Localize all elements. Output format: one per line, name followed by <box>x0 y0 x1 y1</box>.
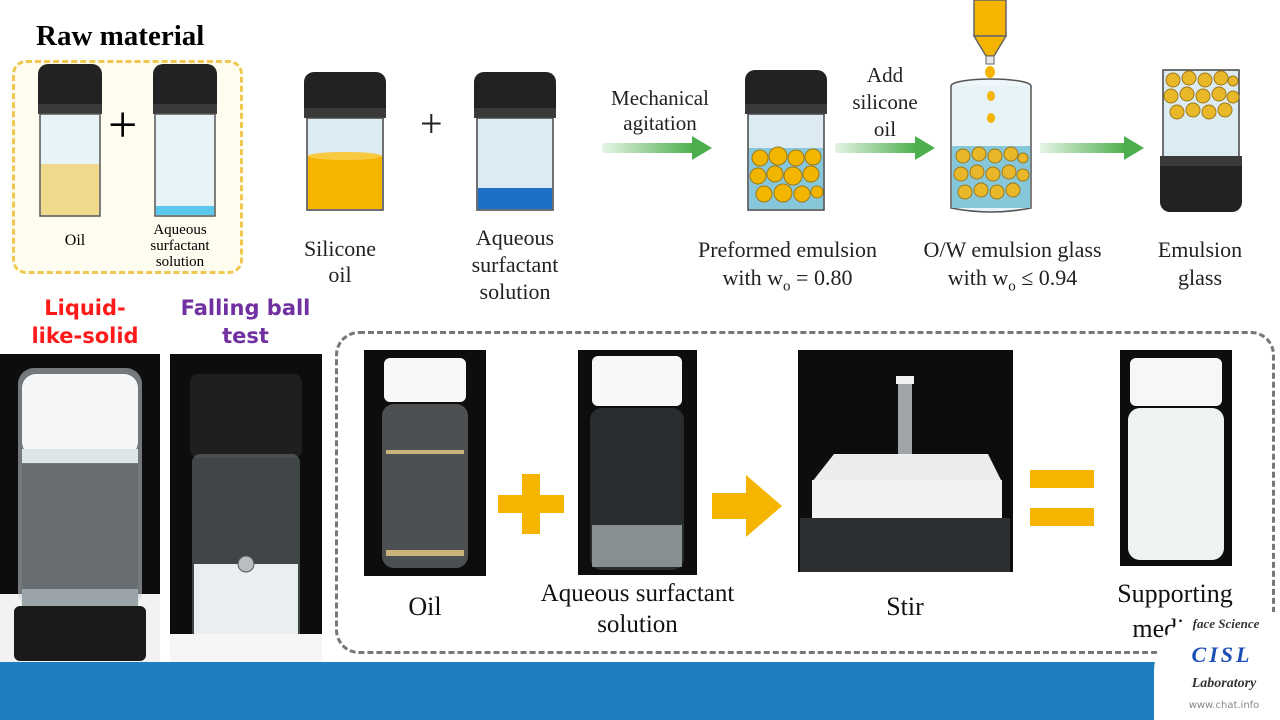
raw-aqueous-label: Aqueous surfactant solution <box>135 222 225 270</box>
add-silicone-oil-line3: oil <box>873 117 897 141</box>
emulsion-glass-line2: glass <box>1178 265 1222 290</box>
yellow-arrow-icon <box>712 475 782 537</box>
falling-ball-photo <box>170 354 322 664</box>
oil-funnel-icon <box>972 0 1008 78</box>
raw-material-title: Raw material <box>36 20 205 52</box>
raw-aqueous-label-line3: solution <box>155 254 205 270</box>
falling-ball-test-line2: test <box>222 324 269 348</box>
aqueous-label: Aqueous surfactant solution <box>455 224 575 305</box>
raw-aqueous-vial-icon <box>153 64 217 217</box>
liquid-like-solid-label: Liquid- like-solid <box>10 294 160 350</box>
oil-photo <box>364 350 486 576</box>
ow-emulsion-glass-subscript: o <box>1008 278 1016 295</box>
mechanical-agitation-label: Mechanical agitation <box>590 86 730 136</box>
photo-process-panel <box>335 331 1275 654</box>
supporting-medium-line1: Supporting <box>1117 579 1233 608</box>
raw-oil-vial-icon <box>38 64 102 217</box>
ow-emulsion-glass-line2: with wo ≤ 0.94 <box>905 264 1120 300</box>
liquid-like-solid-photo <box>0 354 160 664</box>
aqueous-vial-image <box>578 350 697 575</box>
falling-ball-vial-image <box>170 354 322 664</box>
ow-emulsion-glass-wo: with w <box>947 265 1009 290</box>
preformed-emulsion-subscript: o <box>783 278 791 295</box>
stir-photo <box>798 350 1013 572</box>
oil-vial-image <box>364 350 486 576</box>
silicone-oil-label-line1: Silicone <box>303 236 377 261</box>
supporting-medium-photo <box>1120 350 1232 566</box>
ow-emulsion-glass-label: O/W emulsion glass with wo ≤ 0.94 <box>905 236 1120 300</box>
yellow-equals-icon <box>1030 470 1094 526</box>
raw-aqueous-label-line2: surfactant <box>150 238 210 254</box>
aqueous-label-line3: solution <box>479 279 551 304</box>
supporting-medium-vial-image <box>1120 350 1232 566</box>
preformed-emulsion-line2: with wo = 0.80 <box>680 264 895 300</box>
arrow-right-icon <box>835 136 935 160</box>
preformed-emulsion-wo: with w <box>722 265 784 290</box>
silicone-oil-label-line2: oil <box>328 262 352 287</box>
ow-emulsion-glass-value: ≤ 0.94 <box>1015 265 1078 290</box>
process-plus-sign: + <box>420 101 443 146</box>
emulsion-glass-vial-icon <box>1160 69 1242 212</box>
lab-logo: face Science CISL Laboratory www.chat.in… <box>1154 612 1280 720</box>
mechanical-agitation-line1: Mechanical <box>611 86 709 110</box>
arrow-right-icon <box>602 136 712 160</box>
mechanical-agitation-line2: agitation <box>623 111 697 135</box>
arrow-right-icon <box>1040 136 1144 160</box>
raw-aqueous-label-line1: Aqueous <box>153 222 207 238</box>
yellow-plus-icon <box>498 474 564 534</box>
preformed-emulsion-value: = 0.80 <box>790 265 853 290</box>
aqueous-vial-icon <box>474 72 556 211</box>
stirrer-image <box>798 350 1013 572</box>
liquid-like-solid-line2: like-solid <box>31 324 139 348</box>
silicone-oil-vial-icon <box>304 72 386 211</box>
falling-ball-test-label: Falling ball test <box>168 294 323 350</box>
aqueous-photo-label-line2: solution <box>597 611 678 638</box>
aqueous-label-line1: Aqueous <box>475 225 555 250</box>
add-silicone-oil-line1: Add <box>866 63 904 87</box>
preformed-emulsion-line1: Preformed emulsion <box>697 237 878 262</box>
aqueous-photo-label-line1: Aqueous surfactant <box>540 580 735 607</box>
logo-ring-top: face Science <box>1192 616 1260 631</box>
liquid-like-solid-line1: Liquid- <box>44 296 126 320</box>
raw-oil-label: Oil <box>64 232 86 249</box>
preformed-emulsion-label: Preformed emulsion with wo = 0.80 <box>680 236 895 300</box>
bottom-bar <box>0 662 1280 720</box>
oil-photo-label: Oil <box>408 592 442 621</box>
raw-plus-sign: + <box>108 97 138 154</box>
silicone-oil-label: Silicone oil <box>280 236 400 288</box>
emulsion-glass-line1: Emulsion <box>1157 237 1243 262</box>
add-silicone-oil-label: Add silicone oil <box>835 62 935 143</box>
aqueous-label-line2: surfactant <box>471 252 559 277</box>
add-silicone-oil-line2: silicone <box>852 90 918 114</box>
inverted-vial-image <box>0 354 160 664</box>
falling-ball-test-line1: Falling ball <box>180 296 311 320</box>
aqueous-photo-label: Aqueous surfactant solution <box>520 578 755 640</box>
logo-watermark: www.chat.info <box>1188 700 1260 711</box>
logo-mark: CISL <box>1191 642 1253 667</box>
aqueous-surfactant-photo <box>578 350 697 575</box>
ow-emulsion-glass-icon <box>950 78 1032 213</box>
preformed-emulsion-vial-icon <box>745 70 827 211</box>
logo-ring-bottom: Laboratory <box>1191 676 1257 691</box>
ow-emulsion-glass-line1: O/W emulsion glass <box>923 237 1102 262</box>
emulsion-glass-label: Emulsion glass <box>1140 236 1260 292</box>
stir-label: Stir <box>886 592 924 621</box>
